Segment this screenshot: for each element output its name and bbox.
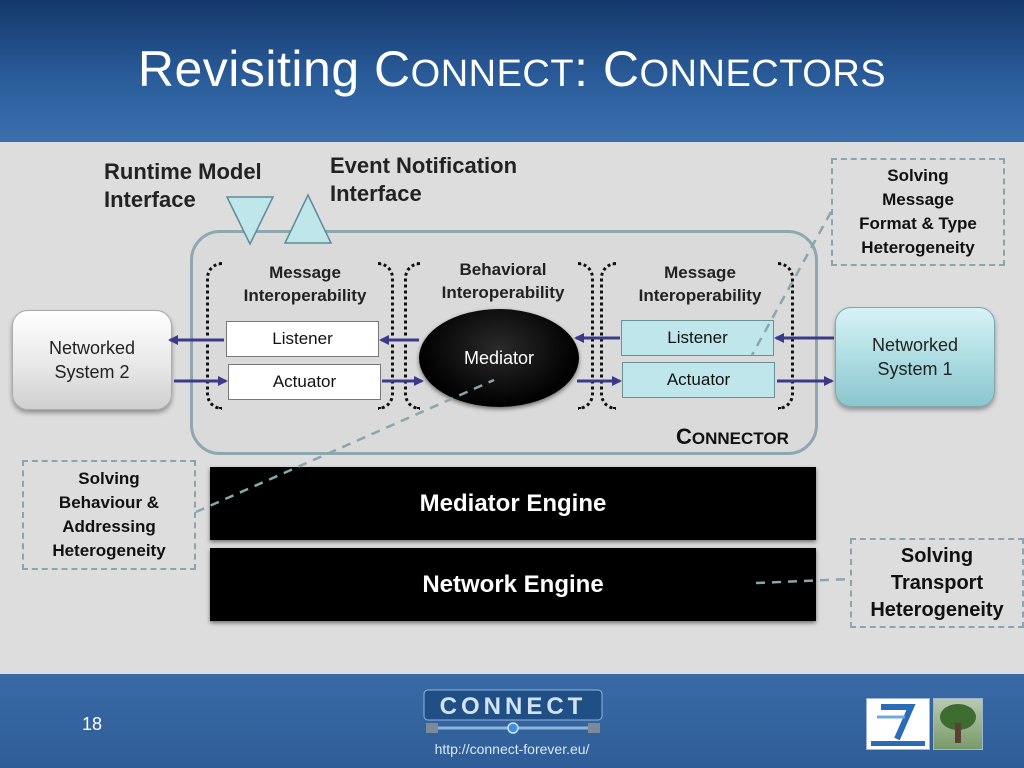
slide-title: Revisiting CONNECT: CONNECTORS — [137, 41, 887, 97]
event-notification-triangle-icon — [283, 193, 333, 244]
svg-text:CONNECT: CONNECT — [440, 693, 587, 720]
leader-message-callout — [750, 211, 833, 356]
right-actuator-box: Actuator — [622, 362, 775, 398]
right-listener-box: Listener — [621, 320, 774, 356]
behavioral-interoperability-title: Behavioral Interoperability — [441, 260, 565, 302]
slide-number: 18 — [82, 714, 103, 734]
behaviour-heterogeneity-callout: Solving Behaviour & Addressing Heterogen… — [22, 460, 196, 570]
seventh-framework-logo — [866, 698, 930, 750]
leader-behaviour-callout — [195, 378, 495, 514]
connect-logo: CONNECT — [423, 689, 603, 734]
footer-url: http://connect-forever.eu/ — [434, 741, 590, 757]
transport-heterogeneity-callout: Solving Transport Heterogeneity — [850, 538, 1024, 628]
runtime-model-triangle-icon — [225, 196, 275, 246]
tree-logo — [933, 698, 983, 750]
mediator-engine: Mediator Engine — [210, 467, 816, 540]
message-heterogeneity-callout: Solving Message Format & Type Heterogene… — [831, 158, 1005, 266]
mediator-node: Mediator — [419, 309, 579, 407]
left-message-interoperability-title: Message Interoperability — [243, 263, 367, 305]
connector-label: CONNECTOR — [676, 424, 789, 449]
event-notification-interface-label: Event Notification Interface — [330, 153, 518, 206]
right-message-interoperability-title: Message Interoperability — [638, 263, 762, 305]
leader-transport-callout — [755, 577, 851, 585]
runtime-model-interface-label: Runtime Model Interface — [104, 159, 262, 212]
network-engine: Network Engine — [210, 548, 816, 621]
left-actuator-box: Actuator — [228, 364, 381, 400]
header-bar — [0, 0, 1024, 142]
left-listener-box: Listener — [226, 321, 379, 357]
